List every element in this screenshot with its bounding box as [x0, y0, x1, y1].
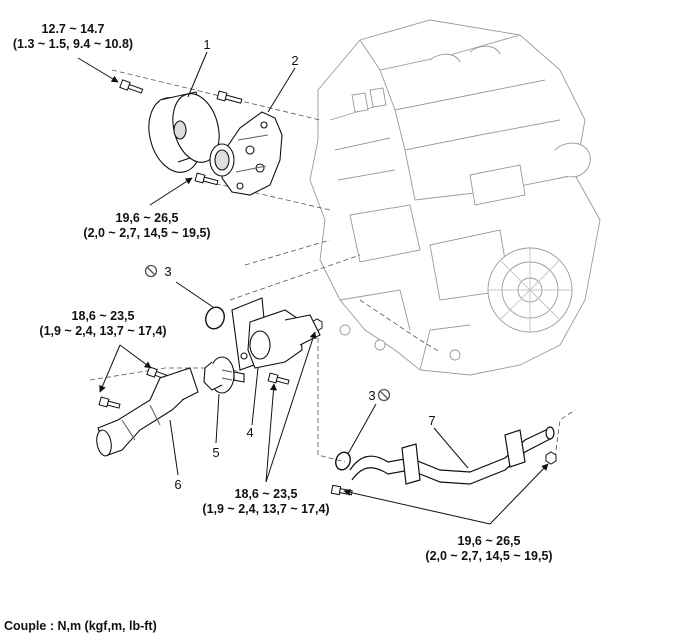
o-rings	[205, 306, 351, 471]
callout-1: 1	[203, 37, 211, 52]
torque-unit-note: Couple : N,m (kgf,m, lb-ft)	[4, 619, 157, 633]
torque-value: 19,6 ~ 26,5	[115, 211, 179, 225]
thermostat	[203, 356, 245, 394]
engine-block	[309, 19, 601, 376]
torque-label-housing-bolt: 18,6 ~ 23,5 (1,9 ~ 2,4, 13,7 ~ 17,4)	[191, 487, 341, 517]
torque-label-pump-bolt: 19,6 ~ 26,5 (2,0 ~ 2,7, 14,5 ~ 19,5)	[72, 211, 222, 241]
torque-value-alt: (1,9 ~ 2,4, 13,7 ~ 17,4)	[39, 324, 167, 338]
leader-lines	[77, 51, 549, 525]
no-reuse-icon	[377, 388, 391, 402]
callout-2: 2	[291, 53, 299, 68]
thermostat-housing	[231, 297, 321, 371]
torque-label-pulley-bolt: 12.7 ~ 14.7 (1.3 ~ 1.5, 9.4 ~ 10.8)	[8, 22, 138, 52]
torque-value: 12.7 ~ 14.7	[41, 22, 105, 36]
torque-value-alt: (2,0 ~ 2,7, 14,5 ~ 19,5)	[83, 226, 211, 240]
water-inlet-fitting	[96, 367, 199, 457]
water-pump	[209, 111, 283, 196]
water-pipe	[349, 426, 555, 485]
callout-7: 7	[428, 413, 436, 428]
torque-value-alt: (1.3 ~ 1.5, 9.4 ~ 10.8)	[12, 37, 134, 51]
torque-label-pipe-bolt: 19,6 ~ 26,5 (2,0 ~ 2,7, 14,5 ~ 19,5)	[414, 534, 564, 564]
torque-value: 18,6 ~ 23,5	[71, 309, 135, 323]
callout-4: 4	[246, 425, 254, 440]
callout-3: 3	[368, 388, 376, 403]
torque-value-alt: (2,0 ~ 2,7, 14,5 ~ 19,5)	[425, 549, 553, 563]
callout-5: 5	[212, 445, 220, 460]
torque-label-inlet-fitting-bolt: 18,6 ~ 23,5 (1,9 ~ 2,4, 13,7 ~ 17,4)	[28, 309, 178, 339]
callout-3: 3	[164, 264, 172, 279]
torque-value: 18,6 ~ 23,5	[234, 487, 298, 501]
torque-value: 19,6 ~ 26,5	[457, 534, 521, 548]
assembly-guide-lines	[89, 69, 576, 463]
water-pump-pulley	[148, 91, 220, 173]
callout-6: 6	[174, 477, 182, 492]
no-reuse-icon	[144, 264, 158, 278]
torque-value-alt: (1,9 ~ 2,4, 13,7 ~ 17,4)	[202, 502, 330, 516]
